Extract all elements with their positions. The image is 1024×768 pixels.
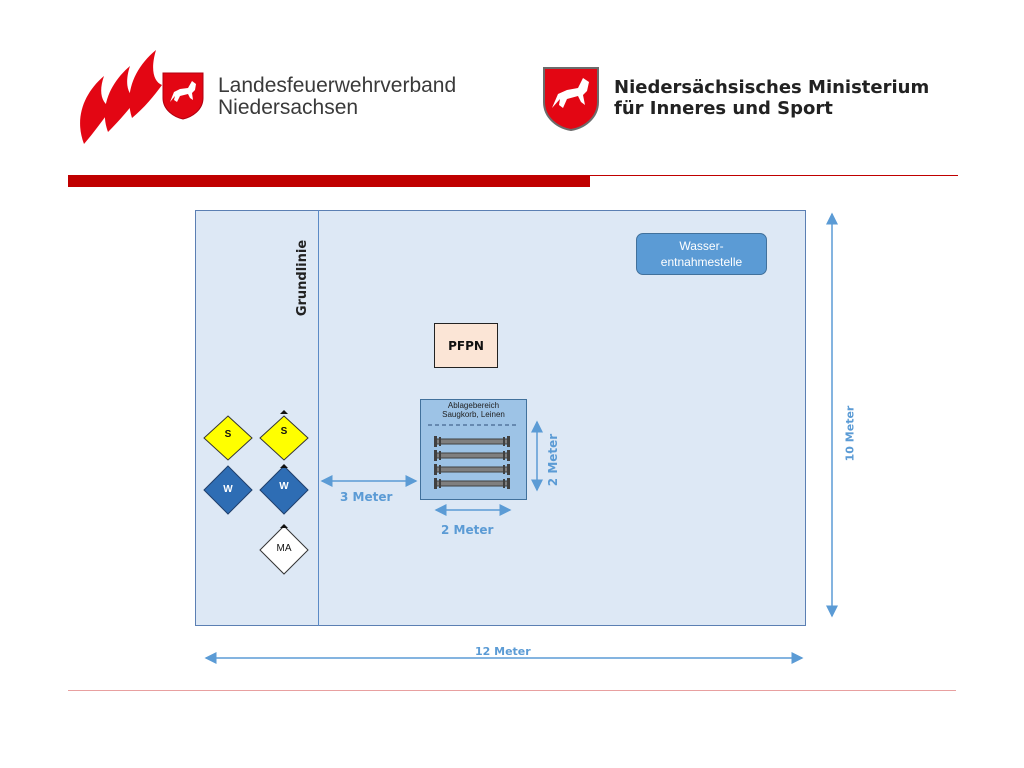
water-source-box: Wasser- entnahmestelle [636,233,767,275]
ministry-name-line2: für Inneres und Sport [614,98,833,119]
header-divider-thin [590,175,958,176]
marker-w2 [259,464,309,515]
horse-shield-icon [543,67,599,132]
marker-s1-label: S [224,429,232,440]
marker-s2-label: S [280,426,288,437]
header-divider-thick [68,175,590,187]
water-source-label-line1: Wasser- [679,239,724,253]
hoses-icon [428,424,516,489]
org-name-line1: Landesfeuerwehrverband [218,74,457,97]
marker-w1 [203,465,253,515]
dim-label-3m: 3 Meter [340,490,393,504]
storage-area-label-line1: Ablagebereich [447,401,500,410]
ministry-name-line1: Niedersächsisches Ministerium [614,77,930,98]
dim-label-12m: 12 Meter [475,645,531,658]
storage-area-label: Ablagebereich Saugkorb, Leinen [420,401,527,419]
dim-label-2m-vertical: 2 Meter [546,433,560,487]
water-source-label-line2: entnahmestelle [660,255,743,269]
storage-area-label-line2: Saugkorb, Leinen [442,410,505,419]
org-name-line2: Niedersachsen [218,96,359,119]
marker-w2-label: W [279,481,289,492]
dim-label-10m: 10 Meter [843,405,857,462]
grundlinie-line [318,210,319,626]
marker-s1 [203,415,253,461]
marker-ma-label: MA [276,543,292,554]
marker-w1-label: W [223,484,233,495]
horse-shield-icon [162,72,204,120]
dim-label-2m-horizontal: 2 Meter [441,523,494,537]
footer-divider [68,690,956,691]
marker-ma [259,524,309,575]
flames-logo [80,50,162,144]
pump-box: PFPN [434,323,498,368]
team-markers [203,410,309,575]
marker-s2 [259,410,309,461]
